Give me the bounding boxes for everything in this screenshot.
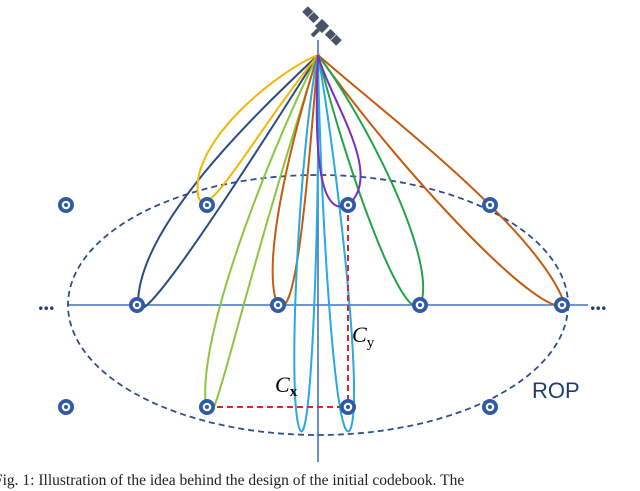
beam-group	[136, 52, 567, 433]
node-grid	[58, 197, 570, 415]
figure-caption: Fig. 1: Illustration of the idea behind …	[0, 472, 465, 489]
cy-label: Cy	[352, 322, 375, 351]
rop-label: ROP	[532, 378, 580, 403]
beam-gold	[196, 52, 322, 203]
node	[129, 297, 145, 313]
node	[58, 399, 74, 415]
cy-sub: y	[367, 335, 375, 351]
satellite-icon	[302, 6, 342, 46]
node	[199, 197, 215, 213]
node	[340, 399, 356, 415]
cy-main: C	[352, 322, 367, 347]
beam-skyblue-left	[293, 54, 320, 433]
left-ellipsis: ...	[38, 290, 55, 315]
node	[58, 197, 74, 213]
beam-navy	[136, 54, 319, 310]
node	[270, 297, 286, 313]
node	[482, 197, 498, 213]
right-ellipsis: ...	[590, 290, 607, 315]
beam-skyblue-right	[317, 54, 356, 433]
cx-label: Cx	[275, 372, 298, 400]
node	[199, 399, 215, 415]
cx-main: C	[275, 372, 290, 397]
node	[412, 297, 428, 313]
node	[554, 297, 570, 313]
node	[340, 197, 356, 213]
node	[482, 399, 498, 415]
cx-sub: x	[290, 384, 298, 400]
